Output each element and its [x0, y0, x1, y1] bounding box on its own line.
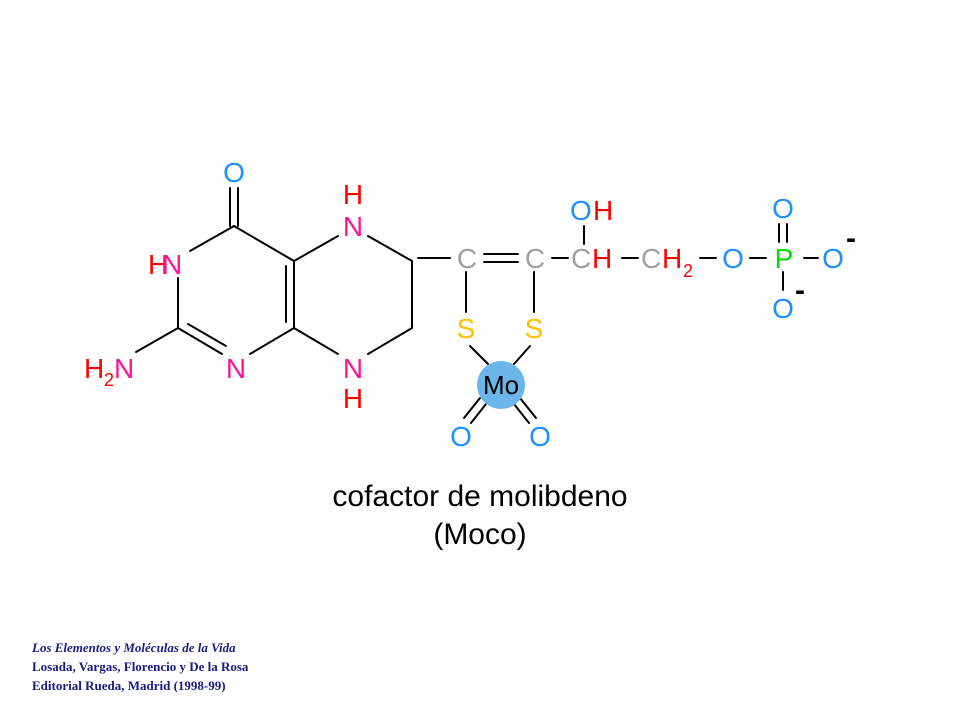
- atom-h2n-n: N: [114, 353, 134, 384]
- atom-o-ester: O: [722, 243, 744, 274]
- atom-s2: S: [525, 313, 544, 344]
- atom-ch2-h: H: [662, 243, 682, 274]
- atom-mo: Mo: [483, 370, 519, 400]
- atom-o-mo-right: O: [529, 421, 551, 452]
- charge-o-p-bottom: -: [795, 274, 805, 307]
- bond-c2-n1-b: [187, 323, 227, 347]
- atom-o-mo-left: O: [450, 421, 472, 452]
- atom-p: P: [775, 243, 794, 274]
- atom-c2: C: [525, 243, 545, 274]
- atom-c1: C: [457, 243, 477, 274]
- bond-s2-mo: [513, 345, 531, 365]
- atom-hn-h: H: [148, 249, 168, 280]
- atom-o-p-right: O: [822, 243, 844, 274]
- atom-o-carbonyl: O: [223, 157, 245, 188]
- atom-n-ring: N: [226, 353, 246, 384]
- atom-nh-bottom-n: N: [343, 353, 363, 384]
- atom-labels: O H N H 2 N N H N N H C C C H O H C H 2 …: [84, 157, 856, 452]
- atom-s1: S: [457, 313, 476, 344]
- atom-h2n-subscript: 2: [104, 370, 114, 390]
- bond-c4-n3: [189, 225, 235, 252]
- molybdenum-circle: [477, 361, 525, 409]
- atom-o-p-bottom: O: [772, 293, 794, 324]
- bond-mo-o-left-a: [463, 397, 481, 419]
- atom-h2n-h: H: [84, 353, 104, 384]
- reference-authors: Losada, Vargas, Florencio y De la Rosa: [32, 659, 249, 674]
- bond-c4-c4a: [233, 225, 295, 262]
- atom-ch-h: H: [592, 243, 612, 274]
- reference-title: Los Elementos y Moléculas de la Vida: [32, 640, 236, 655]
- bond-c4a-n5: [293, 235, 339, 262]
- bond-n5-c6: [367, 235, 413, 262]
- atom-ch-c: C: [571, 243, 591, 274]
- bonds: [135, 187, 819, 424]
- reference-block: Los Elementos y Moléculas de la Vida Los…: [32, 638, 248, 695]
- bond-mo-o-right-b: [513, 403, 530, 424]
- atom-oh-h: H: [593, 195, 613, 226]
- atom-ch2-subscript: 2: [683, 261, 693, 281]
- bond-c2-n1-a: [177, 327, 223, 355]
- bond-mo-o-right-a: [519, 397, 537, 419]
- atom-nh-top-n: N: [343, 211, 363, 242]
- bond-mo-o-left-b: [470, 403, 487, 424]
- reference-publisher: Editorial Rueda, Madrid (1998-99): [32, 678, 226, 693]
- bond-n1-c8a: [249, 327, 295, 355]
- atom-hn-n: N: [162, 249, 182, 280]
- atom-nh-top-h: H: [343, 179, 363, 210]
- bond-s1-mo: [469, 345, 489, 365]
- atom-oh-o: O: [570, 195, 592, 226]
- bond-c2-nh2: [135, 327, 179, 353]
- atom-ch2-c: C: [641, 243, 661, 274]
- bond-c7-n8: [367, 327, 413, 355]
- caption-title: cofactor de molibdeno: [332, 480, 628, 513]
- caption-abbreviation: (Moco): [433, 518, 527, 551]
- atom-nh-bottom-h: H: [343, 383, 363, 414]
- atom-o-p-top: O: [772, 193, 794, 224]
- bond-n8-c8a: [293, 327, 339, 355]
- charge-o-p-right: -: [846, 222, 856, 255]
